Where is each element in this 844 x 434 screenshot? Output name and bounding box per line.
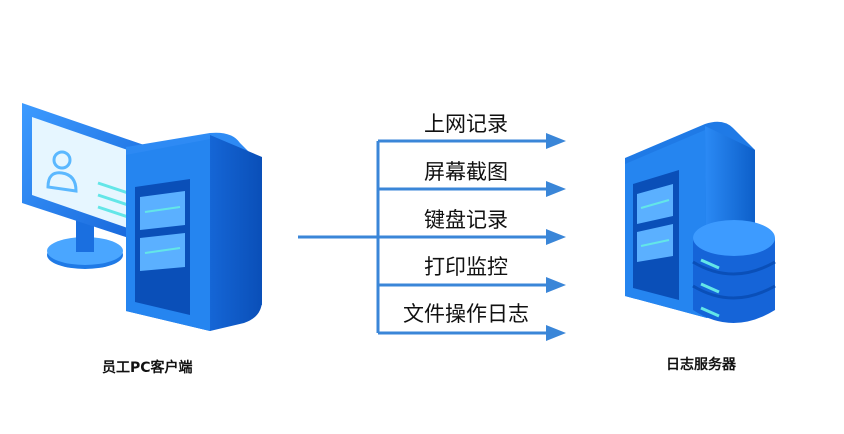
flow-label-2: 屏幕截图 <box>424 160 508 184</box>
flow-label-4: 打印监控 <box>424 255 508 279</box>
log-server-icon <box>625 121 776 323</box>
flow-label-1: 上网记录 <box>424 112 508 136</box>
database-icon <box>692 220 776 323</box>
flow-label-5: 文件操作日志 <box>403 302 529 326</box>
flow-arrows <box>298 133 566 341</box>
arrow-head-5 <box>546 325 566 341</box>
arrow-head-3 <box>546 229 566 245</box>
arrow-head-4 <box>546 277 566 293</box>
flow-label-3: 键盘记录 <box>424 208 508 232</box>
target-caption: 日志服务器 <box>666 357 736 373</box>
arrow-head-1 <box>546 133 566 149</box>
client-pc-icon <box>22 103 262 331</box>
arrow-head-2 <box>546 181 566 197</box>
source-caption: 员工PC客户端 <box>102 360 193 376</box>
